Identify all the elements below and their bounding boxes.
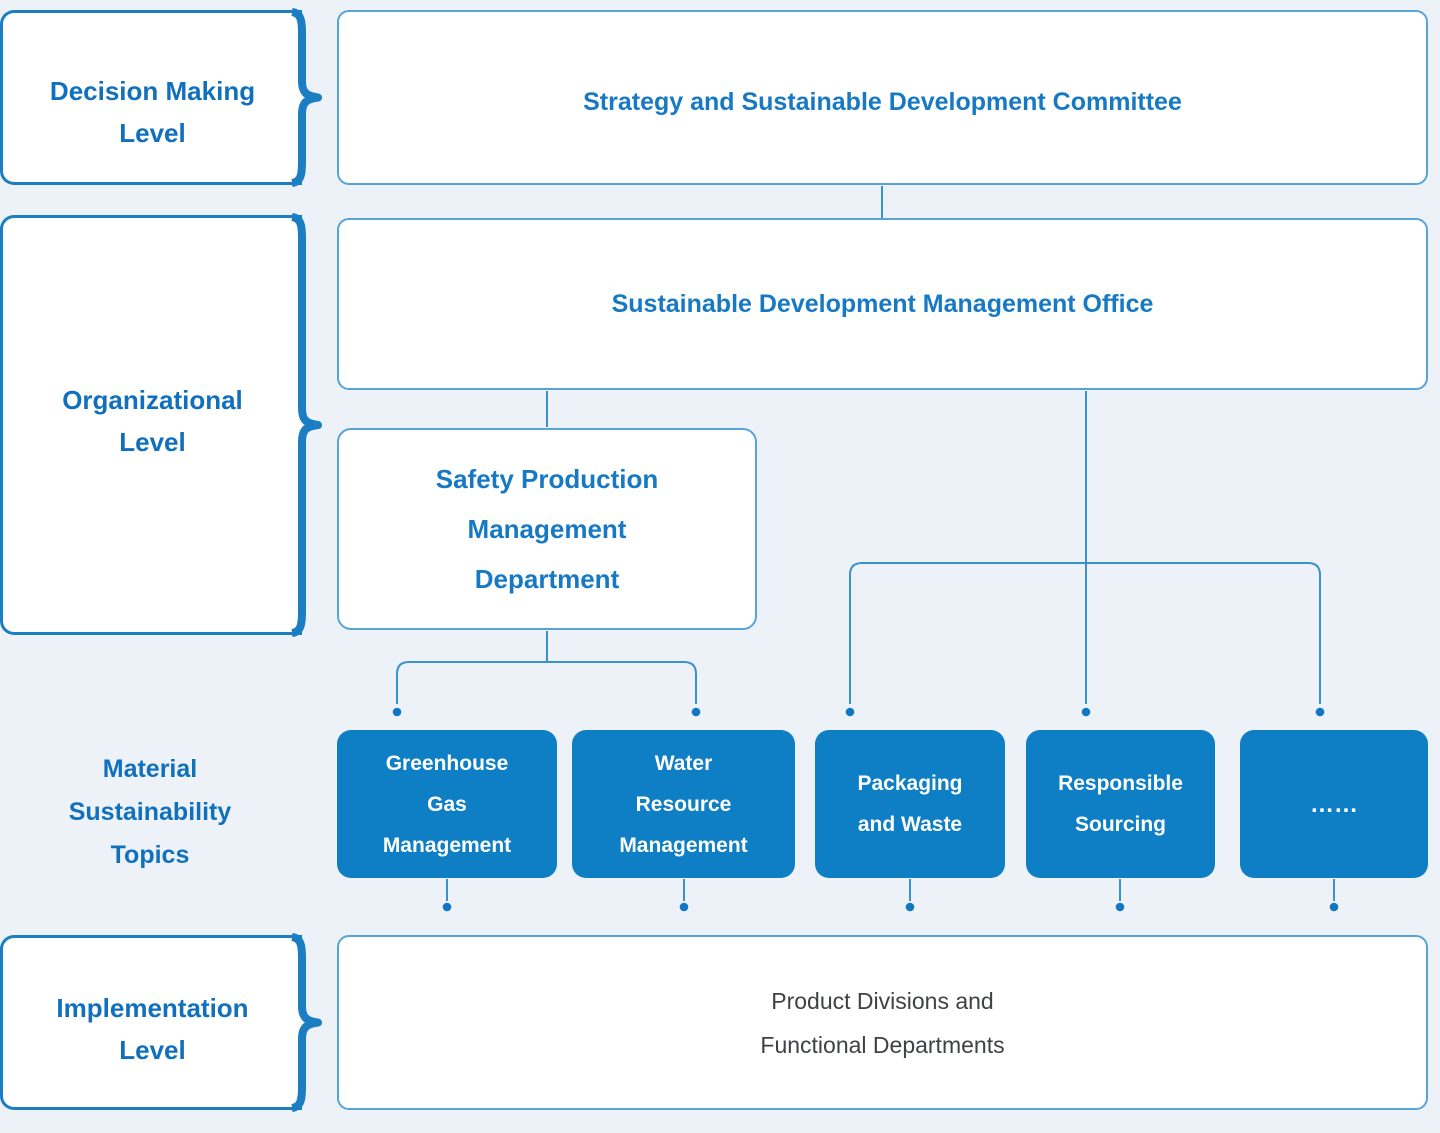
product-divisions-line: Functional Departments xyxy=(760,1031,1005,1058)
level-label-decision-making: Decision Making Level xyxy=(0,10,302,185)
brace-decoration xyxy=(291,213,322,637)
brace-decoration xyxy=(291,8,322,187)
management-office-box: Sustainable Development Management Offic… xyxy=(337,218,1428,390)
level-label-implementation: Implementation Level xyxy=(0,935,302,1110)
topic-box-greenhouse-gas: Greenhouse Gas Management xyxy=(337,730,557,878)
topic-box-packaging-waste: Packaging and Waste xyxy=(815,730,1005,878)
level-label-line: Implementation xyxy=(56,992,249,1023)
topic-line: Packaging xyxy=(857,772,963,795)
topic-line: Management xyxy=(382,833,512,857)
topic-box-water-resource: Water Resource Management xyxy=(572,730,795,878)
topic-line: Management xyxy=(619,833,748,857)
level-label-line: Level xyxy=(119,117,186,148)
committee-box: Strategy and Sustainable Development Com… xyxy=(337,10,1428,185)
level-label-line: Organizational xyxy=(62,385,243,415)
safety-department-line: Safety Production xyxy=(435,464,659,494)
topic-line: and Waste xyxy=(857,813,963,836)
level-label-line: Decision Making xyxy=(49,75,256,106)
topic-line: Sourcing xyxy=(1074,813,1166,836)
product-divisions-box: Product Divisions and Functional Departm… xyxy=(337,935,1428,1110)
topic-line: Gas xyxy=(427,792,467,816)
topic-line: Greenhouse xyxy=(385,751,509,775)
topic-line: Resource xyxy=(635,792,732,816)
committee-title: Strategy and Sustainable Development Com… xyxy=(583,88,1182,116)
topic-box-responsible-sourcing: Responsible Sourcing xyxy=(1026,730,1215,878)
level-label-line: Sustainability xyxy=(68,798,232,826)
management-office-title: Sustainable Development Management Offic… xyxy=(611,289,1154,318)
topic-line: Responsible xyxy=(1058,772,1183,795)
level-label-line: Material xyxy=(102,755,198,783)
safety-department-line: Management xyxy=(467,514,627,544)
product-divisions-line: Product Divisions and xyxy=(771,987,994,1014)
level-label-line: Topics xyxy=(110,841,190,869)
level-label-organizational: Organizational Level xyxy=(0,215,302,635)
safety-department-line: Department xyxy=(474,564,620,594)
level-label-material-topics: Material Sustainability Topics xyxy=(20,748,280,877)
safety-department-box: Safety Production Management Department xyxy=(337,428,757,630)
level-label-line: Level xyxy=(119,427,186,457)
topic-line: Water xyxy=(654,751,713,775)
brace-decoration xyxy=(291,933,322,1112)
topic-line: …… xyxy=(1310,790,1358,818)
level-label-line: Level xyxy=(119,1034,186,1065)
topic-box-ellipsis: …… xyxy=(1240,730,1428,878)
